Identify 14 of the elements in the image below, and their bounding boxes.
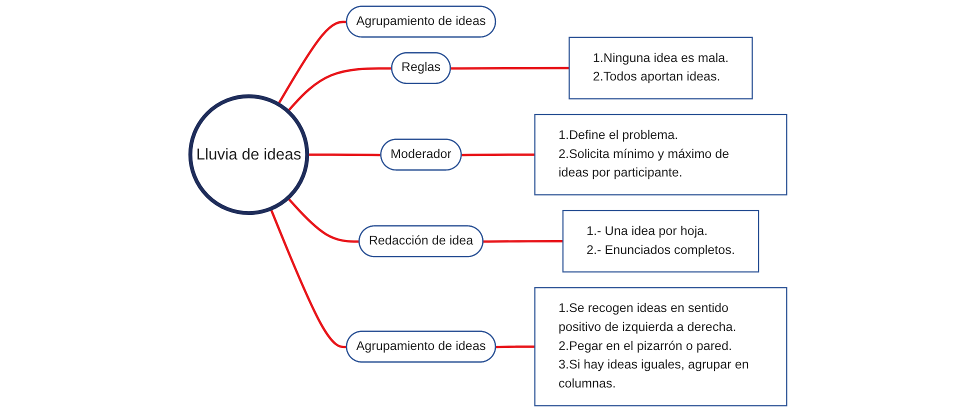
connector xyxy=(450,66,570,70)
node-box: 1.- Una idea por hoja. 2.- Enunciados completos. xyxy=(562,210,760,272)
node-box: 1.Ninguna idea es mala. 2.Todos aportan ideas. xyxy=(568,36,753,100)
connector xyxy=(286,197,360,243)
connector xyxy=(277,20,347,105)
connector xyxy=(270,208,347,348)
connector xyxy=(286,67,392,112)
connector xyxy=(307,153,382,156)
node-box: 1.Se recogen ideas en sentido positivo de izquierda a derecha. 2.Pegar en el pizarrón o pared. 3.Si hay ideas iguales, agrupar en columnas. xyxy=(534,287,788,406)
node-circle: Lluvia de ideas xyxy=(188,94,310,216)
node-box: 1.Define el problema. 2.Solicita mínimo y máximo de ideas por participante. xyxy=(534,114,788,196)
connector xyxy=(483,240,563,243)
connector xyxy=(462,153,535,156)
connector xyxy=(496,346,535,348)
